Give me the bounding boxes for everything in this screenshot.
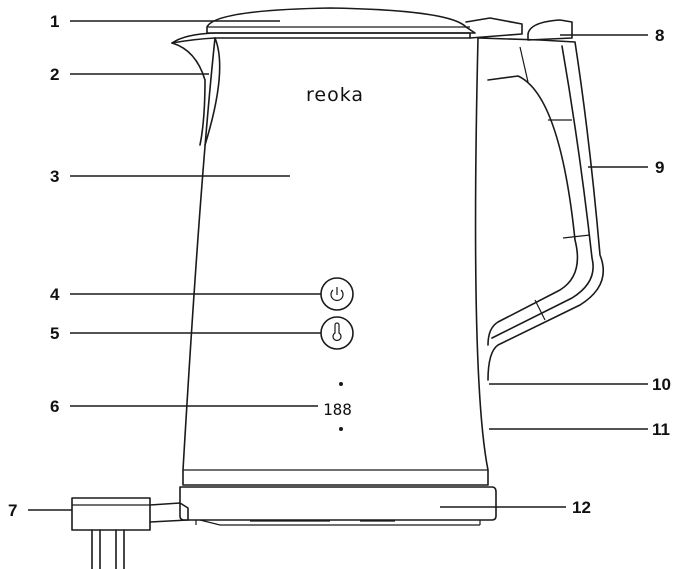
- kettle-body: [182, 37, 489, 486]
- callout-6: 6: [50, 397, 59, 416]
- callout-3: 3: [50, 167, 59, 186]
- power-icon: [330, 287, 344, 301]
- indicator-dot-10: [339, 382, 343, 386]
- display-digits: 188: [323, 400, 352, 419]
- power-base: [179, 486, 497, 526]
- temperature-button: [320, 316, 354, 350]
- callout-2: 2: [50, 65, 59, 84]
- callout-12: 12: [572, 498, 591, 517]
- callout-9: 9: [655, 158, 664, 177]
- handle: [477, 37, 604, 381]
- leader-lines: [28, 20, 648, 511]
- callout-10: 10: [652, 375, 671, 394]
- callout-8: 8: [655, 26, 664, 45]
- brand-logo-text: reoka: [306, 84, 364, 106]
- digital-display: 188: [323, 400, 352, 419]
- thermometer-icon: [332, 322, 342, 341]
- callout-7: 7: [8, 501, 17, 520]
- lid: [171, 7, 476, 44]
- callout-5: 5: [50, 324, 59, 343]
- spout: [171, 37, 221, 146]
- indicator-dot-11: [339, 427, 343, 431]
- lid-release-button: [465, 17, 573, 41]
- power-button: [320, 277, 354, 311]
- callout-1: 1: [50, 12, 59, 31]
- callout-4: 4: [50, 285, 60, 304]
- power-plug: [71, 497, 189, 569]
- callout-11: 11: [652, 420, 670, 439]
